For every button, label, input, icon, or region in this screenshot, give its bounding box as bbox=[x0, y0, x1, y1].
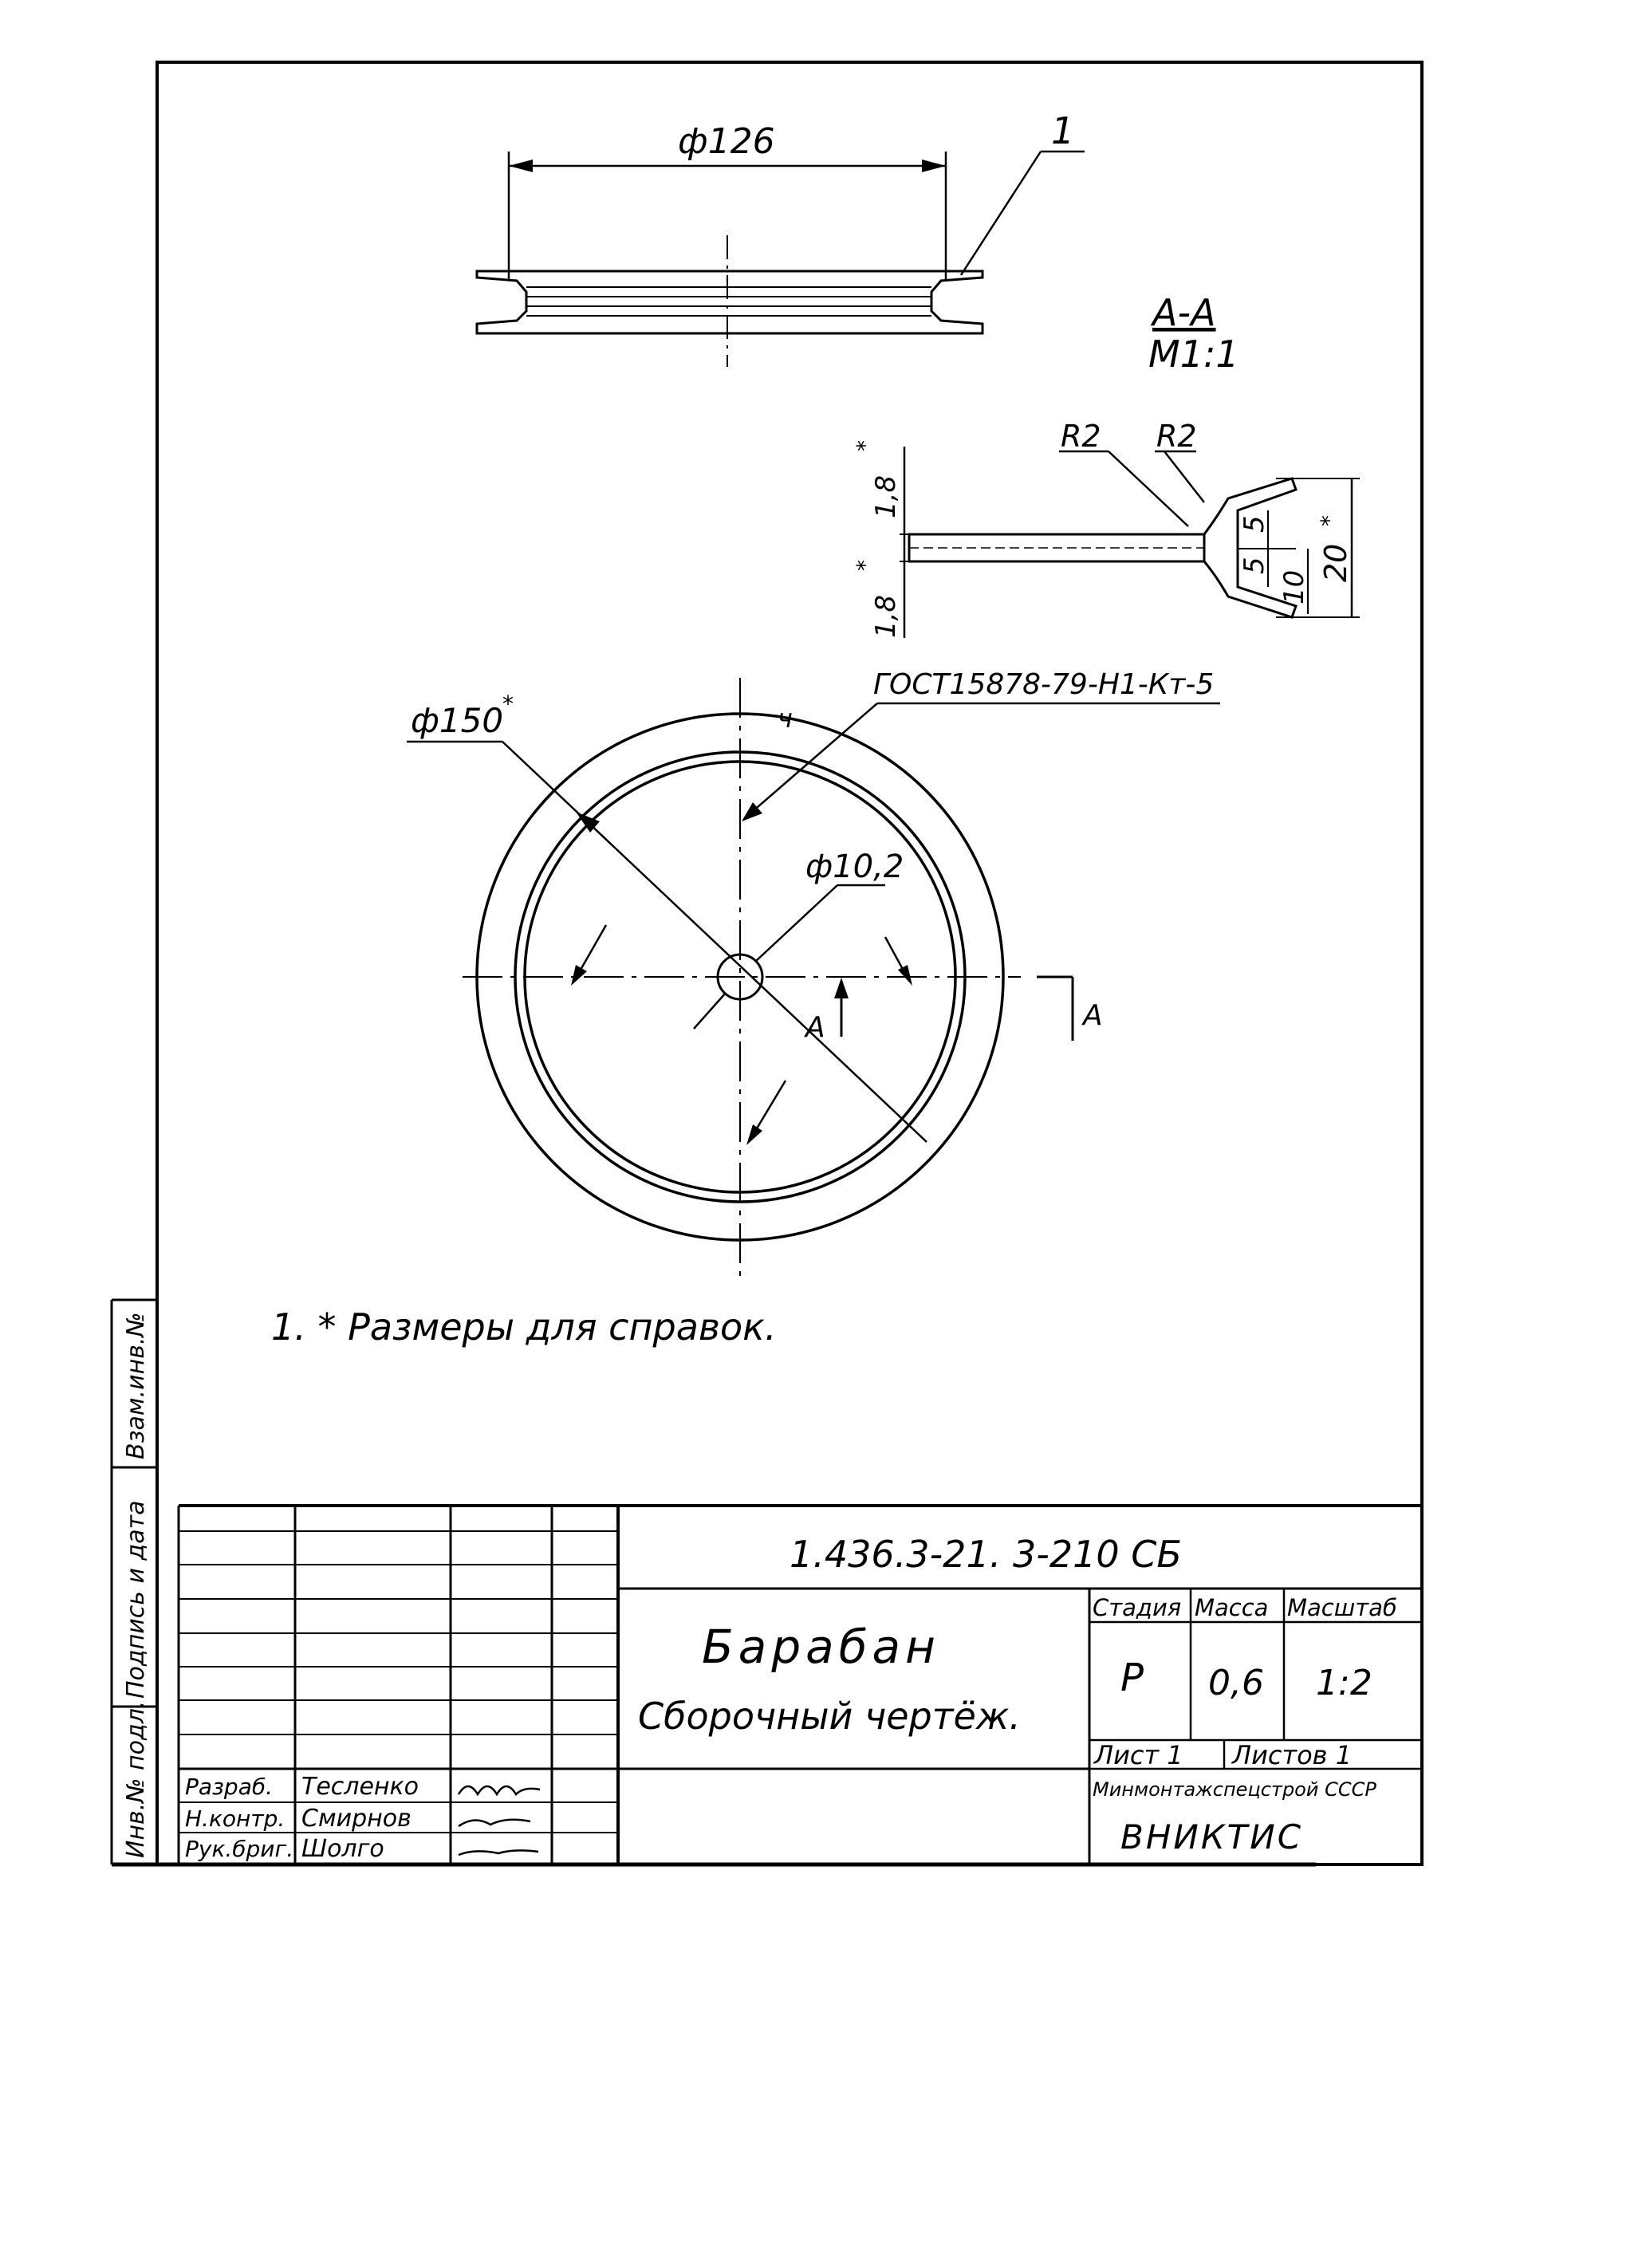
left-margin-strip: Взам.инв.№ Подпись и дата Инв.№ подл. bbox=[110, 1298, 157, 1866]
radius-left-label: R2 bbox=[1061, 419, 1101, 454]
outer-diameter-asterisk: * bbox=[502, 691, 514, 717]
dim-top-thickness: 1,8 bbox=[870, 475, 902, 518]
weld-marker: ч bbox=[778, 703, 793, 734]
sig-name-3: Шолго bbox=[301, 1835, 384, 1863]
col-scale-label: Масштаб bbox=[1287, 1594, 1397, 1621]
signature-mark-3 bbox=[458, 1849, 539, 1857]
signature-mark-2 bbox=[458, 1818, 531, 1828]
section-a-a: А-А М1:1 R2 R2 1,8 * 1,8 * 5 5 10 20 * bbox=[852, 291, 1360, 638]
col-mass-label: Масса bbox=[1195, 1594, 1268, 1621]
stage-value: Р bbox=[1120, 1656, 1144, 1700]
sig-name-1: Тесленко bbox=[301, 1773, 419, 1801]
weld-mark-center bbox=[693, 992, 727, 1030]
hole-diameter-label: ф10,2 bbox=[805, 849, 904, 885]
dim-inner-2: 5 bbox=[1238, 557, 1270, 574]
signature-mark-1 bbox=[457, 1785, 541, 1797]
dim-depth: 10 bbox=[1278, 570, 1310, 604]
ministry-label: Минмонтажспецстрой СССР bbox=[1093, 1778, 1376, 1801]
drum-profile bbox=[475, 270, 984, 335]
col-stage-label: Стадия bbox=[1093, 1594, 1181, 1621]
scale-value: 1:2 bbox=[1316, 1663, 1372, 1703]
radius-right-label: R2 bbox=[1156, 419, 1197, 454]
margin-label-2: Подпись и дата bbox=[122, 1501, 150, 1699]
diameter-126-label: ф126 bbox=[678, 121, 775, 162]
dim-bottom-asterisk: * bbox=[852, 560, 878, 571]
sig-role-2: Н.контр. bbox=[185, 1805, 285, 1832]
title-block: Разраб. Тесленко Н.контр. Смирнов Рук.бр… bbox=[177, 1504, 1422, 1864]
callout-number-1: 1 bbox=[1051, 109, 1074, 152]
dim-height: 20 bbox=[1318, 544, 1353, 582]
section-letter-2: А bbox=[1081, 999, 1103, 1032]
document-code: 1.436.3-21. 3-210 СБ bbox=[790, 1533, 1182, 1576]
weld-leader bbox=[745, 703, 878, 818]
dim-inner-1: 5 bbox=[1238, 515, 1270, 533]
sheet-label: Лист 1 bbox=[1093, 1740, 1183, 1770]
product-name: Барабан bbox=[702, 1620, 940, 1674]
diameter-150-leader bbox=[502, 741, 927, 1143]
plan-view: ф150 * ф10,2 ГОСТ15878-79-Н1-Кт-5 ч А А bbox=[407, 668, 1220, 1276]
sig-role-3: Рук.бриг. bbox=[185, 1836, 293, 1862]
dim-bottom-thickness: 1,8 bbox=[870, 595, 902, 638]
sig-role-1: Разраб. bbox=[185, 1774, 273, 1800]
section-title: А-А bbox=[1150, 291, 1216, 334]
sig-name-2: Смирнов bbox=[301, 1805, 412, 1833]
sheets-label: Листов 1 bbox=[1231, 1740, 1352, 1770]
section-flange bbox=[1203, 477, 1298, 619]
section-letter-1: А bbox=[804, 1011, 825, 1044]
weld-standard-label: ГОСТ15878-79-Н1-Кт-5 bbox=[873, 668, 1214, 701]
organization-label: ВНИКТИС bbox=[1120, 1817, 1303, 1857]
mass-value: 0,6 bbox=[1208, 1663, 1264, 1703]
outer-diameter-label: ф150 bbox=[411, 701, 503, 740]
drawing-type: Сборочный чертёж. bbox=[638, 1695, 1021, 1738]
margin-label-1: Взам.инв.№ bbox=[122, 1312, 150, 1459]
dim-height-asterisk: * bbox=[1316, 515, 1342, 526]
dim-top-asterisk: * bbox=[852, 440, 878, 451]
top-view: ф126 1 bbox=[475, 109, 1085, 367]
reference-note: 1. * Размеры для справок. bbox=[271, 1305, 777, 1349]
section-scale: М1:1 bbox=[1148, 333, 1239, 376]
margin-label-3: Инв.№ подл. bbox=[122, 1701, 150, 1858]
